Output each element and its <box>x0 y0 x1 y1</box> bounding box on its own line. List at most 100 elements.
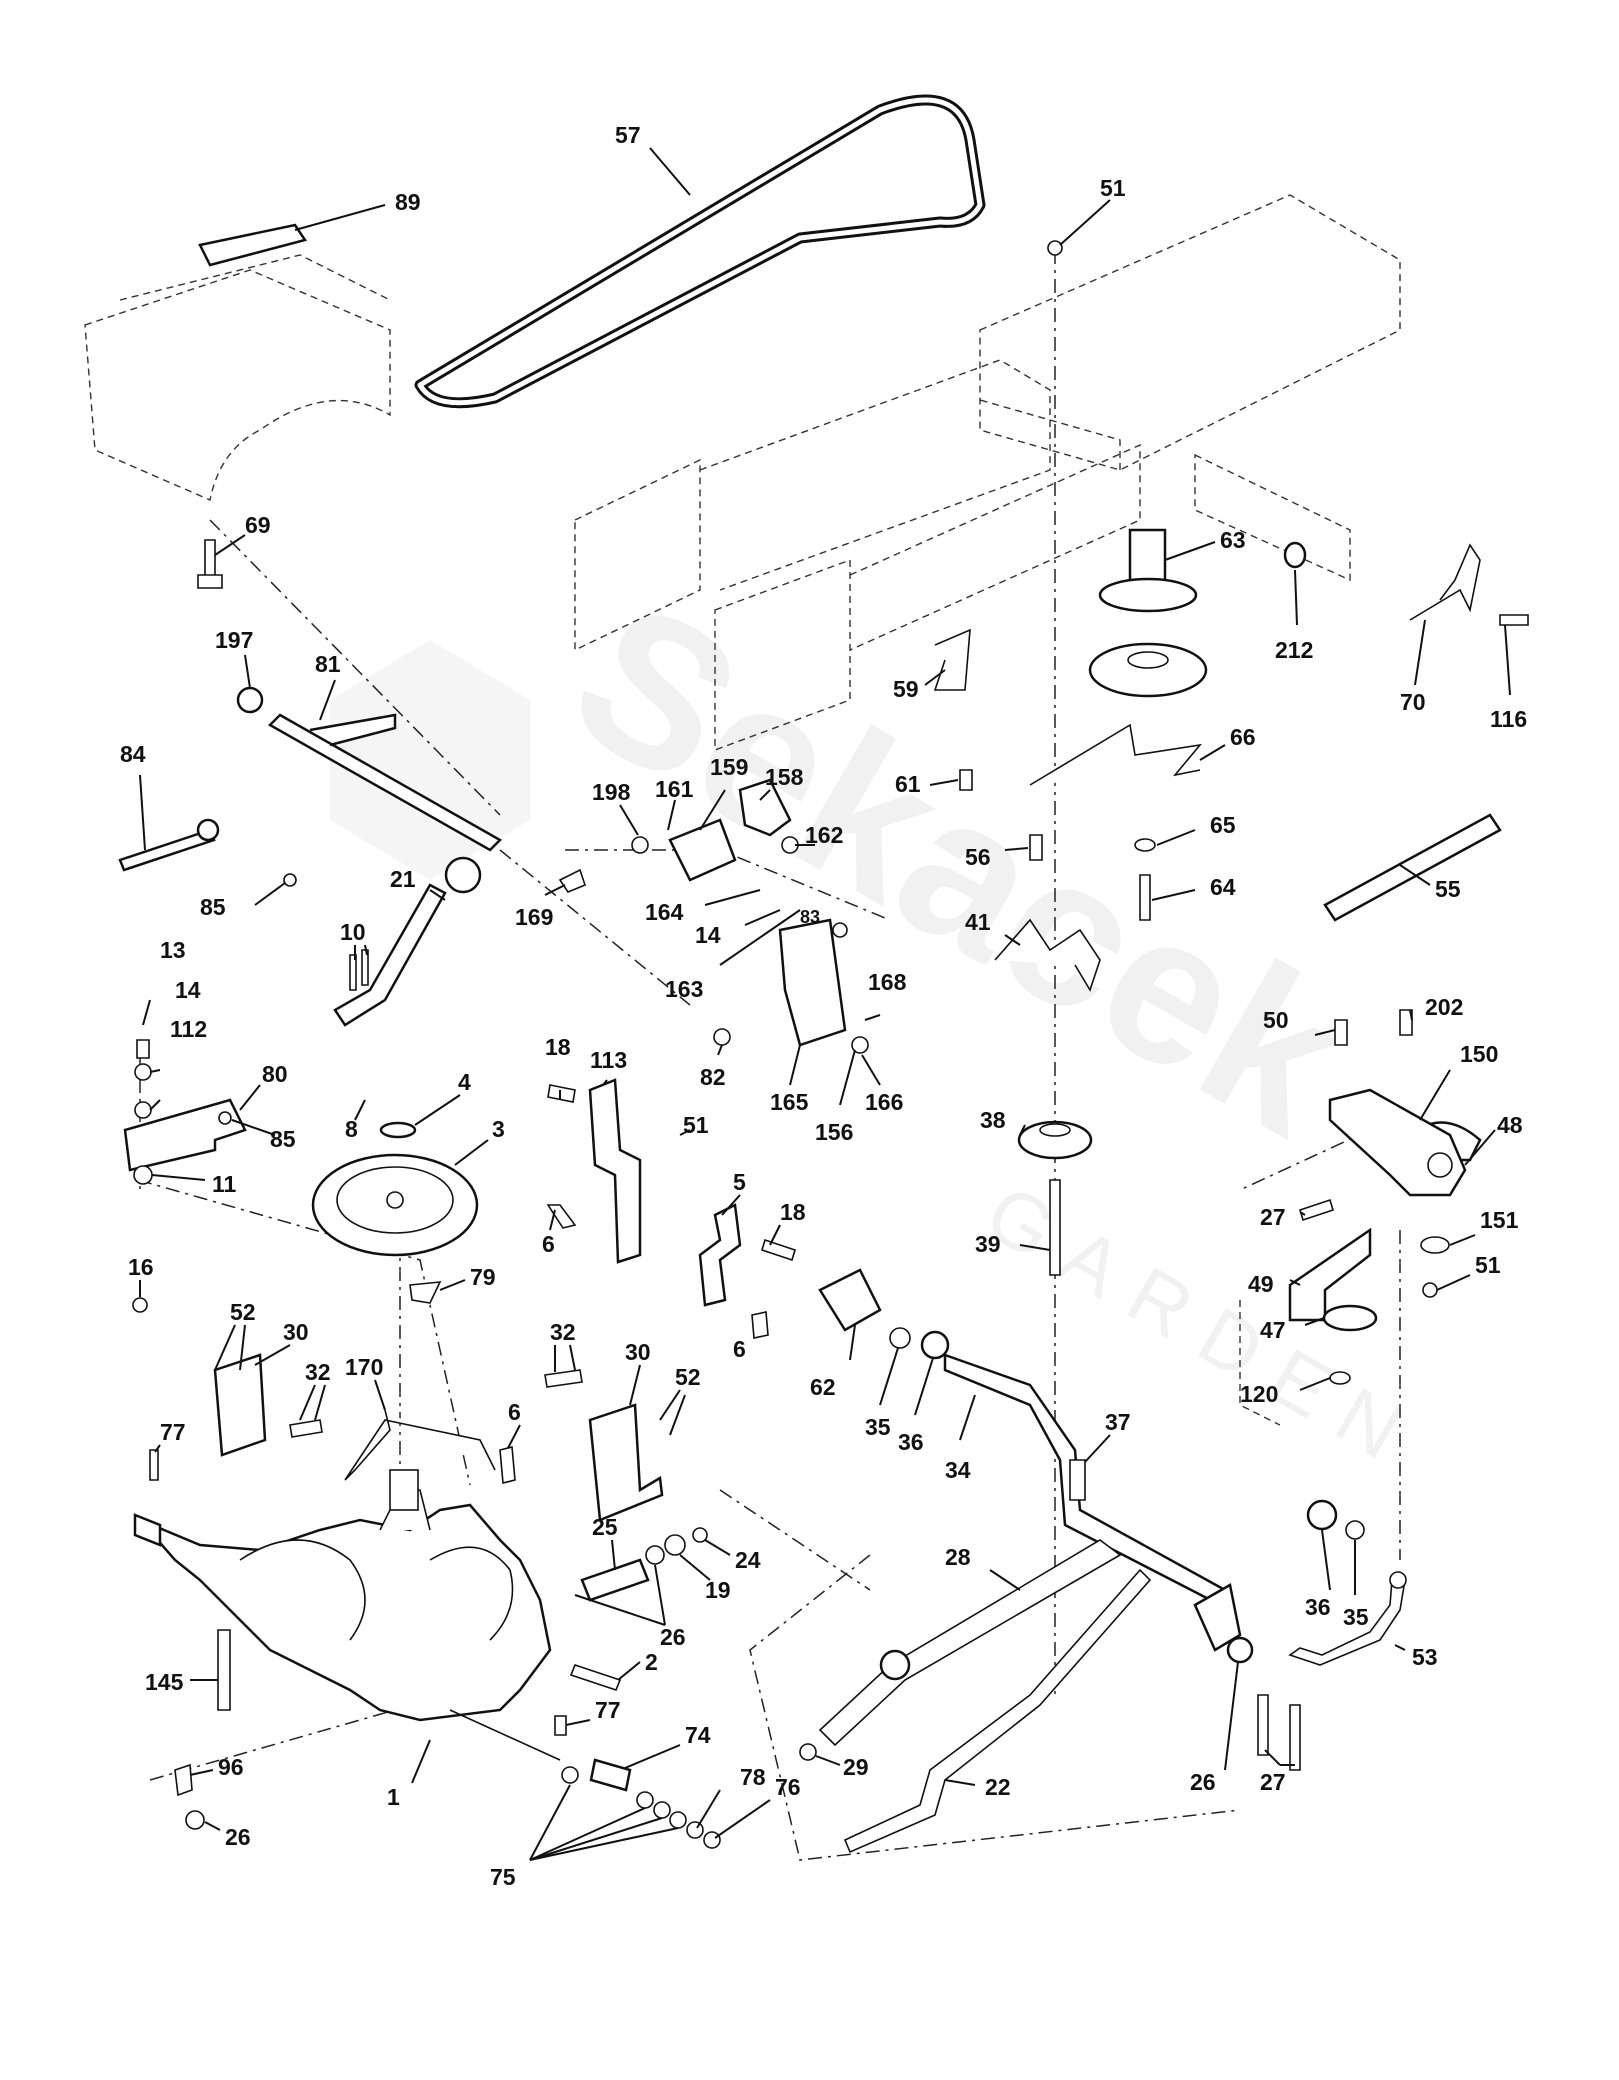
washer-65 <box>1134 838 1156 852</box>
callout-159: 159 <box>710 754 748 780</box>
callout-81: 81 <box>315 651 341 677</box>
washer-75b <box>636 1791 654 1809</box>
knob-21 <box>444 856 482 894</box>
callout-70: 70 <box>1400 689 1426 715</box>
frame-plate-lowright <box>1239 1300 1281 1426</box>
callout-85-lower: 85 <box>270 1126 296 1152</box>
callout-32-left: 32 <box>305 1359 331 1385</box>
nut-51-top <box>1047 240 1063 256</box>
callout-6-right: 6 <box>733 1336 746 1362</box>
callout-2: 2 <box>645 1649 658 1675</box>
nut-85-upper <box>283 873 297 887</box>
arm-48-hole <box>1427 1152 1453 1178</box>
rod-22 <box>843 1568 1152 1854</box>
callout-53: 53 <box>1412 1644 1438 1670</box>
washer-26-spring <box>645 1545 665 1565</box>
bracket-159 <box>668 818 737 882</box>
callout-145: 145 <box>145 1669 184 1695</box>
callout-162: 162 <box>805 822 843 848</box>
washer-75c <box>653 1801 671 1819</box>
washer-35-upper <box>889 1327 911 1349</box>
pulley-38 <box>1017 1120 1093 1160</box>
callout-52-left: 52 <box>230 1299 256 1325</box>
frame-outline-lower <box>979 399 1121 470</box>
callout-77-lower: 77 <box>595 1697 621 1723</box>
pin-10 <box>349 949 369 991</box>
watermark-logo-icon <box>330 640 530 880</box>
rod-84-end <box>196 818 220 842</box>
callout-14-left: 14 <box>175 977 201 1003</box>
callout-19: 19 <box>705 1577 731 1603</box>
callout-5: 5 <box>733 1169 746 1195</box>
fender-outline-top <box>119 254 391 301</box>
washer-26-right <box>1226 1636 1254 1664</box>
callout-48: 48 <box>1497 1112 1523 1138</box>
fender-outline <box>84 269 391 501</box>
rod-70 <box>1409 543 1481 621</box>
callout-61: 61 <box>895 771 921 797</box>
washer-26-left <box>185 1810 205 1830</box>
callout-30-right: 30 <box>625 1339 651 1365</box>
bolt-32-right <box>544 1369 583 1388</box>
callout-69: 69 <box>245 512 271 538</box>
dash-line-i <box>499 849 691 1006</box>
arm-48 <box>1328 1088 1467 1197</box>
bolt-32-left <box>289 1419 323 1438</box>
callout-4: 4 <box>458 1069 471 1095</box>
dash-line-e <box>719 1489 871 1591</box>
callout-28: 28 <box>945 1544 971 1570</box>
bushing-197 <box>236 686 264 714</box>
idler-pulley-hub <box>1127 651 1169 669</box>
dash-line-b <box>137 1179 471 1486</box>
callout-18-left: 18 <box>545 1034 571 1060</box>
callout-51-mid: 51 <box>683 1112 709 1138</box>
dash-line-g <box>1239 1129 1371 1191</box>
callout-212: 212 <box>1275 637 1313 663</box>
callout-39: 39 <box>975 1231 1001 1257</box>
callout-82: 82 <box>700 1064 726 1090</box>
clip-96 <box>174 1763 193 1797</box>
callout-13: 13 <box>160 937 186 963</box>
callout-120: 120 <box>1240 1381 1278 1407</box>
clip-59 <box>933 628 971 691</box>
bolt-69 <box>197 539 223 589</box>
frame-rail-mid <box>699 359 1051 591</box>
callout-170: 170 <box>345 1354 383 1380</box>
idler-pulley-lower <box>1088 642 1208 698</box>
callout-51: 51 <box>1100 175 1126 201</box>
mounting-bracket <box>198 223 308 267</box>
rod-170 <box>344 1409 496 1481</box>
callout-116: 116 <box>1490 706 1527 732</box>
bracket-49 <box>1288 1227 1372 1322</box>
bolt-27-lower-a <box>1257 1694 1269 1756</box>
callout-151: 151 <box>1480 1207 1519 1233</box>
callout-64: 64 <box>1210 874 1236 900</box>
bracket-5 <box>698 1203 742 1307</box>
callout-158: 158 <box>765 764 804 790</box>
drive-belt <box>414 94 986 409</box>
dash-line-d <box>149 1699 431 1781</box>
washer-36-right <box>1306 1499 1338 1531</box>
callout-11: 11 <box>212 1171 237 1197</box>
callout-18-right: 18 <box>780 1199 806 1225</box>
nut-85-lower <box>218 1111 232 1125</box>
callout-25: 25 <box>592 1514 618 1540</box>
bracket-113 <box>588 1078 642 1264</box>
washer-11 <box>133 1165 153 1185</box>
bracket-158 <box>738 778 792 837</box>
phantom-outlines <box>84 194 1401 1861</box>
callout-26-left: 26 <box>225 1824 251 1850</box>
nut-76 <box>703 1831 721 1849</box>
spindle-63 <box>1128 528 1167 587</box>
callout-47: 47 <box>1260 1317 1286 1343</box>
callout-16: 16 <box>128 1254 154 1280</box>
callout-89: 89 <box>395 189 421 215</box>
callout-21: 21 <box>390 866 416 892</box>
rod-53-end <box>1389 1571 1407 1589</box>
callout-74: 74 <box>685 1722 711 1748</box>
rod-66 <box>1029 723 1202 786</box>
callout-66: 66 <box>1230 724 1256 750</box>
bolt-18-right <box>761 1238 796 1262</box>
callout-10: 10 <box>340 919 366 945</box>
